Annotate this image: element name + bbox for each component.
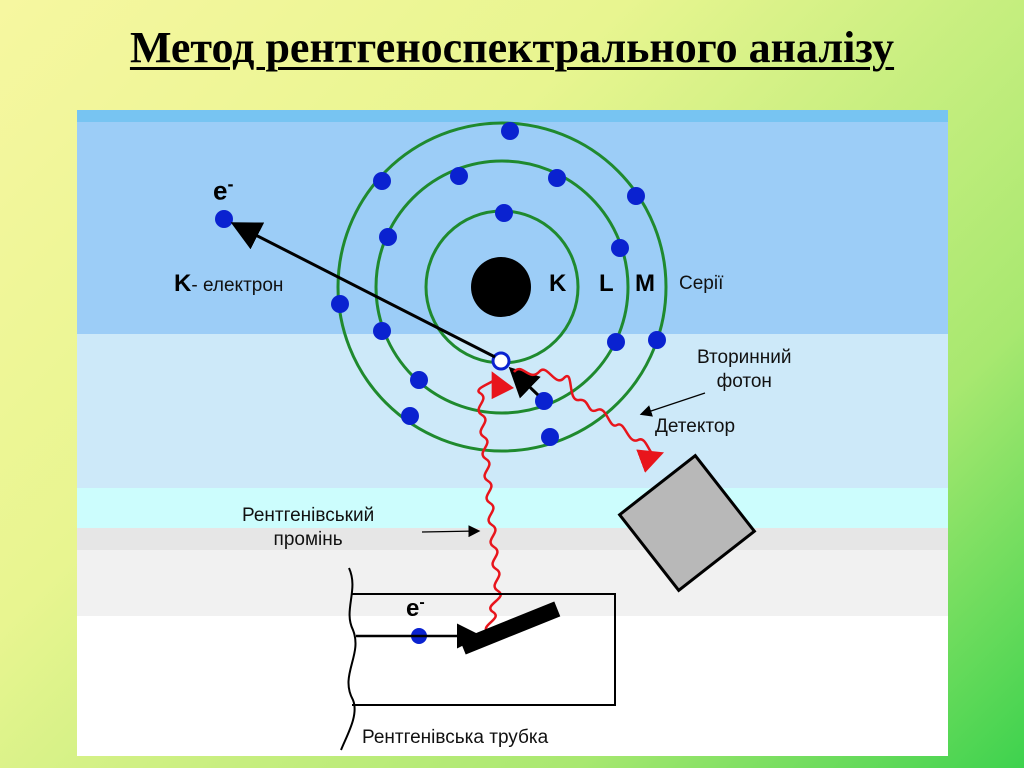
electron — [548, 169, 566, 187]
electron — [450, 167, 468, 185]
electron — [607, 333, 625, 351]
shell-k-label: K — [549, 270, 567, 297]
series-label: Серії — [679, 273, 724, 294]
electron — [410, 371, 428, 389]
tube-cathode-edge — [340, 567, 357, 751]
ejection-arrow — [230, 222, 496, 359]
ejected-electron — [215, 210, 233, 228]
electron — [627, 187, 645, 205]
electron — [611, 239, 629, 257]
electron — [379, 228, 397, 246]
vacancy — [491, 351, 511, 371]
electron — [541, 428, 559, 446]
electron — [401, 407, 419, 425]
k-electron-label: K- електрон — [174, 270, 284, 297]
secondary-photon-line-1: Вторинний — [697, 347, 792, 368]
detector — [617, 453, 757, 593]
transition-arrow — [508, 366, 541, 399]
page-title: Метод рентгеноспектрального аналізу — [0, 22, 1024, 73]
xray-beam-pointer — [421, 525, 481, 538]
shell-l-label: L — [599, 270, 614, 297]
electron — [495, 204, 513, 222]
tube-outline — [352, 593, 616, 706]
detector-label: Детектор — [655, 416, 736, 437]
band-light-grey — [77, 550, 948, 616]
anode-target — [459, 601, 561, 655]
electrons — [331, 122, 666, 446]
secondary-photon-wave — [513, 367, 665, 473]
band-cyan — [77, 488, 948, 528]
electron — [373, 172, 391, 190]
tube-label: Рентгенівська трубка — [362, 727, 549, 748]
xray-wave — [477, 371, 514, 635]
secondary-photon-line-2: фотон — [716, 371, 772, 392]
orbit-m — [336, 121, 668, 453]
diagram-panel: e- K- електрон K L M Серії Вторинний фот… — [77, 110, 948, 756]
electron — [648, 331, 666, 349]
xray-beam-label: Рентгенівський промінь — [242, 504, 374, 552]
electron — [501, 122, 519, 140]
ejected-electron-label: e- — [213, 174, 234, 206]
orbit-l — [374, 159, 630, 415]
secondary-photon-pointer — [639, 392, 706, 417]
atom-diagram — [215, 121, 757, 751]
nucleus — [471, 257, 531, 317]
xray-beam-line-1: Рентгенівський — [242, 505, 375, 526]
band-light-blue — [77, 334, 948, 488]
electron — [331, 295, 349, 313]
top-strip — [77, 110, 948, 122]
tube-electron-label: e- — [406, 594, 425, 622]
electron — [373, 322, 391, 340]
shell-m-label: M — [635, 270, 655, 297]
secondary-photon-label: Вторинний фотон — [697, 346, 792, 394]
page-title-text: Метод рентгеноспектрального аналізу — [129, 23, 895, 72]
xray-beam-line-2: промінь — [273, 529, 343, 550]
band-white — [77, 616, 948, 756]
